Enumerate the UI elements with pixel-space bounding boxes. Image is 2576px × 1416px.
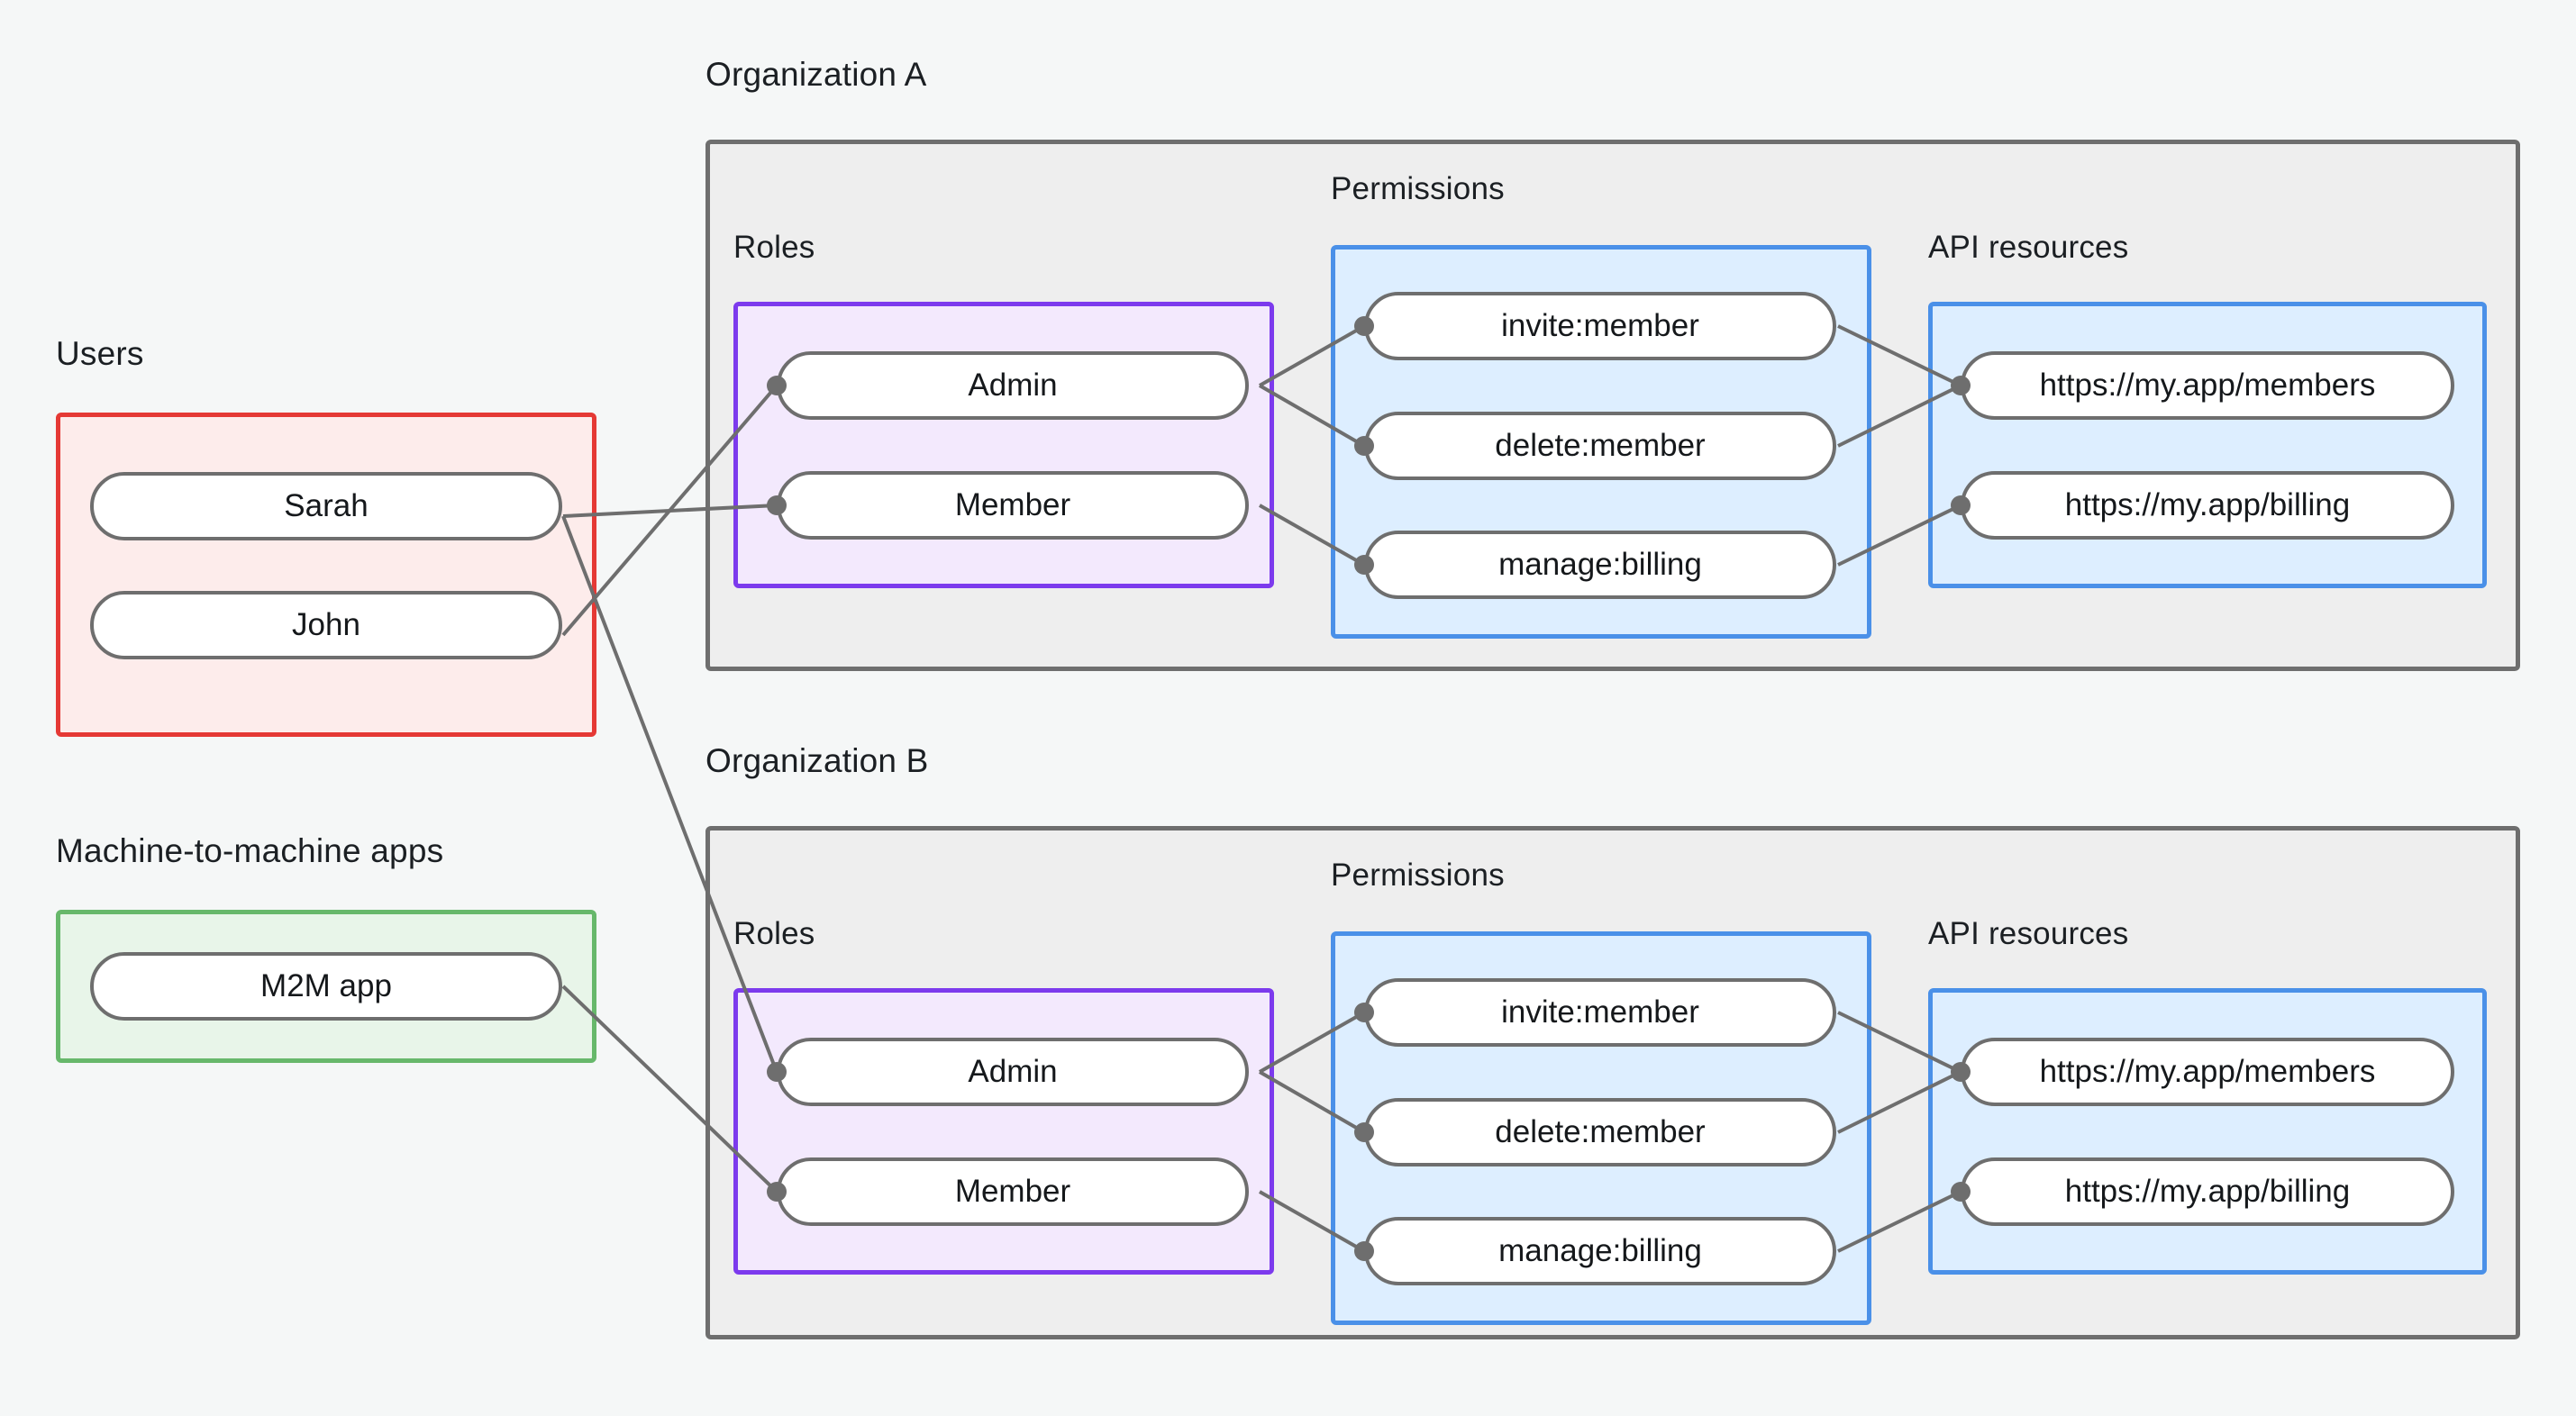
users-group-label: Users (56, 335, 144, 372)
org-a-roles-container (733, 302, 1274, 588)
org-a-role-admin[interactable]: Admin (777, 351, 1249, 420)
org-a-permissions-label: Permissions (1331, 171, 1505, 206)
user-node-john[interactable]: John (90, 591, 562, 659)
org-a-roles-label: Roles (733, 230, 815, 265)
org-a-permission-manage-billing[interactable]: manage:billing (1364, 531, 1836, 599)
org-a-permission-invite-member[interactable]: invite:member (1364, 292, 1836, 360)
org-b-role-member[interactable]: Member (777, 1157, 1249, 1226)
org-a-api-resource-billing[interactable]: https://my.app/billing (1961, 471, 2454, 540)
org-a-permission-delete-member[interactable]: delete:member (1364, 412, 1836, 480)
m2m-group-label: Machine-to-machine apps (56, 832, 444, 869)
org-b-permission-manage-billing[interactable]: manage:billing (1364, 1217, 1836, 1285)
org-b-api-resources-label: API resources (1928, 916, 2129, 951)
org-b-label: Organization B (705, 742, 929, 779)
user-node-sarah[interactable]: Sarah (90, 472, 562, 540)
users-container (56, 413, 596, 737)
org-a-label: Organization A (705, 56, 927, 93)
org-a-api-resources-label: API resources (1928, 230, 2129, 265)
org-a-api-resource-members[interactable]: https://my.app/members (1961, 351, 2454, 420)
org-b-roles-container (733, 988, 1274, 1275)
m2m-node-app[interactable]: M2M app (90, 952, 562, 1021)
org-b-permission-delete-member[interactable]: delete:member (1364, 1098, 1836, 1166)
org-b-roles-label: Roles (733, 916, 815, 951)
org-b-api-resource-members[interactable]: https://my.app/members (1961, 1038, 2454, 1106)
org-b-permission-invite-member[interactable]: invite:member (1364, 978, 1836, 1047)
org-b-api-resources-container (1928, 988, 2487, 1275)
org-b-role-admin[interactable]: Admin (777, 1038, 1249, 1106)
org-a-api-resources-container (1928, 302, 2487, 588)
org-a-role-member[interactable]: Member (777, 471, 1249, 540)
org-b-permissions-label: Permissions (1331, 858, 1505, 893)
org-b-api-resource-billing[interactable]: https://my.app/billing (1961, 1157, 2454, 1226)
